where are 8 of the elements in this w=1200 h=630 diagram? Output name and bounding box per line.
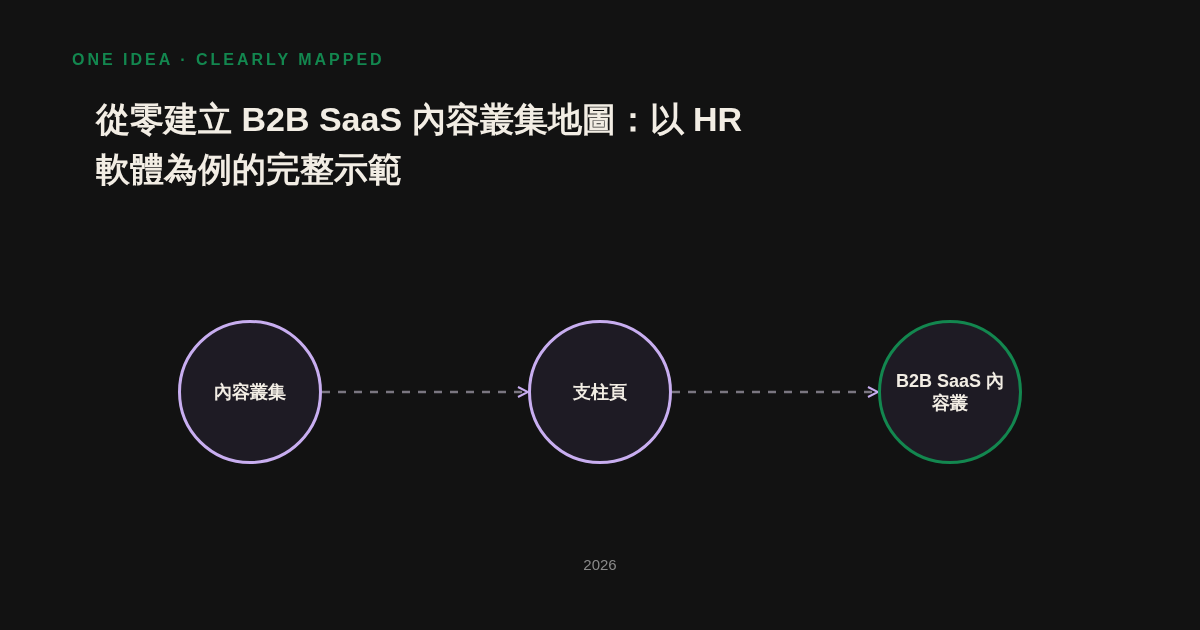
kicker-text: ONE IDEA · CLEARLY MAPPED xyxy=(72,51,385,69)
node-label: B2B SaaS 內容叢 xyxy=(894,370,1005,414)
dashed-arrow xyxy=(322,386,529,398)
footer-text: 2026 xyxy=(582,556,618,573)
node-label: 內容叢集 xyxy=(213,381,287,403)
node-label: 支柱頁 xyxy=(572,381,628,403)
dashed-arrow xyxy=(672,386,879,398)
title: 從零建立 B2B SaaS 內容叢集地圖：以 HR 軟體為例的完整示範 xyxy=(96,99,744,190)
